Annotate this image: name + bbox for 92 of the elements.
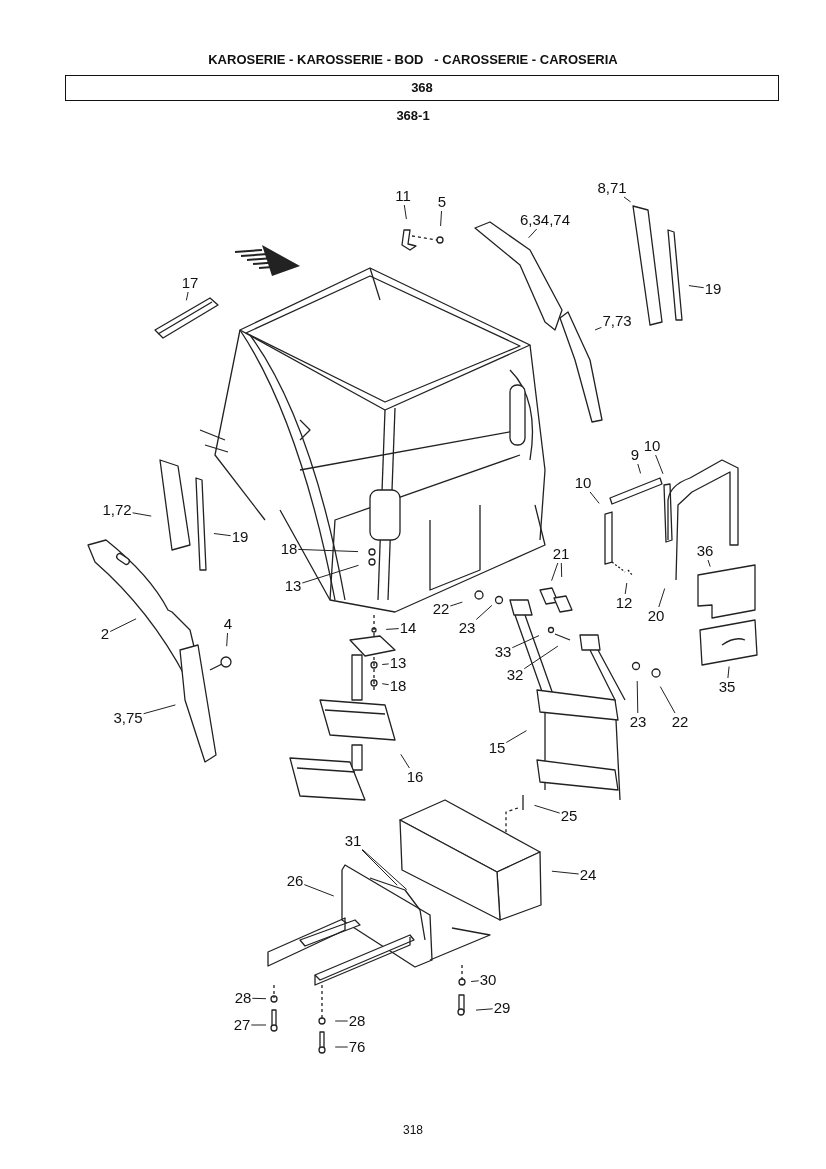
figure-number: 368-1 (395, 108, 431, 123)
callout-number: 7,73 (602, 313, 632, 329)
callout-number: 5 (437, 194, 447, 210)
leader-line (361, 848, 408, 891)
leader-line (727, 666, 730, 679)
leader-line (551, 562, 559, 582)
leader-line (475, 604, 493, 620)
callout-number: 19 (231, 529, 249, 545)
leader-line (470, 980, 480, 982)
leader-line (534, 804, 561, 814)
callout-number: 1,72 (102, 502, 132, 518)
leader-line (624, 582, 628, 595)
callout-number: 30 (479, 972, 497, 988)
callout-number: 6,34,74 (520, 212, 570, 228)
leader-line (213, 533, 232, 537)
leader-line (334, 1020, 349, 1022)
leader-line (636, 680, 639, 714)
callout-number: 25 (560, 808, 578, 824)
leader-line (623, 196, 632, 203)
callout-number: 31 (344, 833, 362, 849)
leader-line (226, 632, 228, 647)
callout-number: 19 (704, 281, 722, 297)
leader-line (297, 548, 359, 553)
leader-line (551, 870, 580, 875)
leader-line (475, 1008, 494, 1011)
leader-line (143, 704, 176, 715)
callout-number: 26 (286, 873, 304, 889)
callout-number: 33 (494, 644, 512, 660)
callout-number: 28 (348, 1013, 366, 1029)
leader-line (303, 884, 335, 897)
leader-line (109, 618, 137, 632)
leader-line (381, 663, 390, 665)
callout-number: 17 (181, 275, 199, 291)
callout-number: 14 (399, 620, 417, 636)
leader-line (381, 683, 390, 686)
leader-line (594, 326, 602, 331)
leader-line (301, 564, 359, 584)
page-title: KAROSERIE - KAROSSERIE - BOD - CAROSSERIE - CAROSERIA (207, 52, 619, 67)
leader-line (250, 1024, 267, 1026)
callout-number: 18 (389, 678, 407, 694)
callout-number: 13 (284, 578, 302, 594)
callout-number: 22 (671, 714, 689, 730)
callout-number: 20 (647, 608, 665, 624)
callout-number: 36 (696, 543, 714, 559)
leader-line (528, 228, 538, 239)
callout-number: 3,75 (113, 710, 143, 726)
callout-number: 13 (389, 655, 407, 671)
callout-number: 29 (493, 1000, 511, 1016)
leader-line (637, 463, 642, 474)
callout-number: 23 (458, 620, 476, 636)
leader-line (659, 686, 676, 714)
callout-number: 35 (718, 679, 736, 695)
leader-line (688, 285, 705, 289)
leader-line (589, 491, 600, 504)
callout-number: 15 (488, 740, 506, 756)
callout-number: 76 (348, 1039, 366, 1055)
leader-line (505, 730, 527, 743)
leader-line (523, 645, 559, 670)
callout-number: 18 (280, 541, 298, 557)
callout-number: 9 (630, 447, 640, 463)
leader-line (511, 635, 540, 649)
callout-number: 11 (395, 188, 411, 204)
leader-line (334, 1046, 349, 1048)
callout-number: 2 (100, 626, 110, 642)
leader-line (400, 753, 410, 769)
callout-number: 24 (579, 867, 597, 883)
callout-number: 32 (506, 667, 524, 683)
callout-number: 21 (552, 546, 570, 562)
leader-line (403, 204, 407, 220)
page-number: 318 (402, 1123, 424, 1137)
leader-line (251, 997, 267, 1000)
callout-number: 27 (233, 1017, 251, 1033)
leader-line (185, 291, 189, 301)
callout-number: 8,71 (597, 180, 627, 196)
leader-line (132, 512, 152, 517)
callout-number: 4 (223, 616, 233, 632)
leader-line (385, 628, 400, 630)
callout-number: 10 (643, 438, 661, 454)
callout-number: 23 (629, 714, 647, 730)
leader-line (449, 601, 463, 607)
callout-number: 16 (406, 769, 424, 785)
leader-line (560, 562, 563, 578)
callout-number: 10 (574, 475, 592, 491)
callout-number: 12 (615, 595, 633, 611)
leader-line (361, 849, 398, 886)
section-number-box: 368 (65, 75, 779, 101)
leader-line (440, 210, 442, 227)
callout-number: 22 (432, 601, 450, 617)
leader-line (658, 588, 666, 608)
callout-number: 28 (234, 990, 252, 1006)
leader-line (707, 559, 711, 568)
leader-line (655, 454, 664, 475)
